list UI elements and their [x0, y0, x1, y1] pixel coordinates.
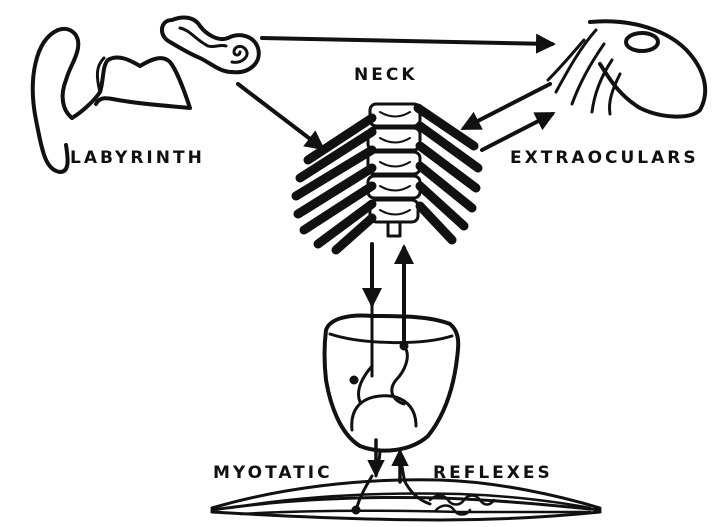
- arrow-neck-to-extraoculars: [482, 114, 552, 150]
- eye-illustration: [548, 21, 705, 116]
- cochlea-illustration: [162, 18, 259, 73]
- label-neck: NECK: [354, 65, 418, 85]
- label-labyrinth: LABYRINTH: [70, 148, 205, 168]
- muscle-spindle-illustration: [325, 316, 459, 478]
- arrow-labyrinth-to-neck: [238, 84, 322, 148]
- label-reflexes: REFLEXES: [433, 463, 553, 483]
- label-extraoculars: EXTRAOCULARS: [510, 148, 699, 168]
- cervical-spine-illustration: [296, 104, 478, 250]
- label-myotatic: MYOTATIC: [213, 463, 333, 483]
- arrow-labyrinth-to-extraoculars: [262, 38, 552, 44]
